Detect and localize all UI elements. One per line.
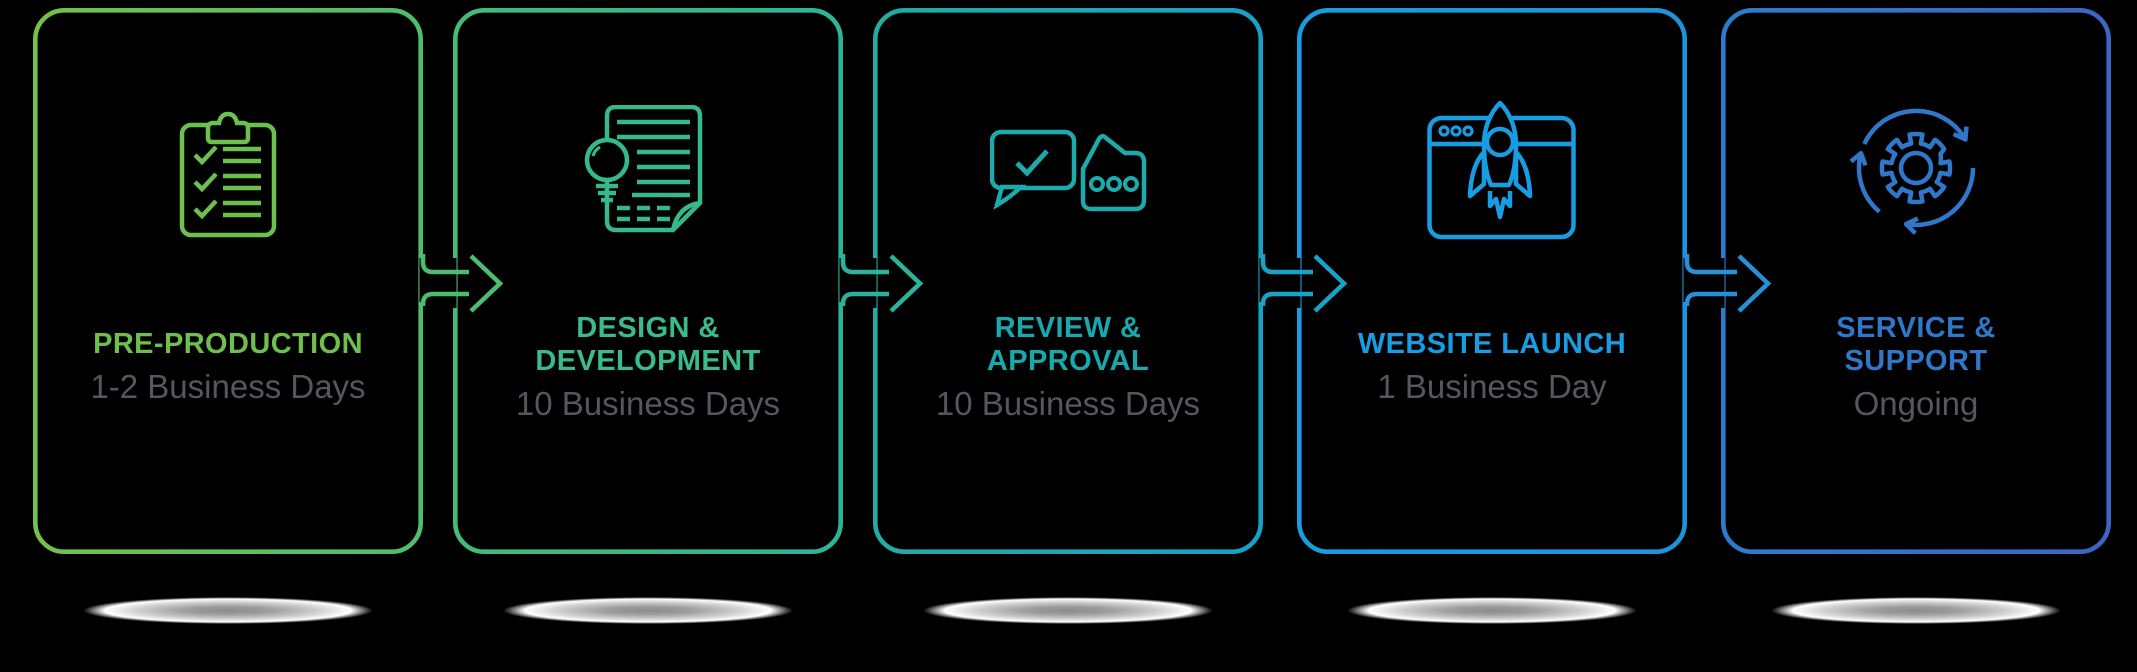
- card-title: REVIEW & APPROVAL: [986, 311, 1150, 377]
- gear-sync-icon: [1849, 108, 1976, 235]
- card-shadow: [503, 597, 793, 624]
- card-text: SERVICE & SUPPORT Ongoing: [1727, 305, 2105, 429]
- card-title: WEBSITE LAUNCH: [1357, 328, 1627, 360]
- card-website-launch: WEBSITE LAUNCH 1 Business Day: [1297, 8, 1687, 554]
- card-subtitle: Ongoing: [1853, 384, 1979, 422]
- card-shadow: [1771, 597, 2061, 624]
- arrow-right-connector: [1683, 254, 1772, 313]
- card-pre-production: PRE-PRODUCTION 1-2 Business Days: [33, 8, 423, 554]
- card-shadow: [83, 597, 373, 624]
- card-title: PRE-PRODUCTION: [93, 328, 363, 360]
- arrow-right-connector: [839, 254, 924, 313]
- arrow-right-connector: [419, 254, 504, 313]
- card-shadow: [1347, 597, 1637, 624]
- card-text: WEBSITE LAUNCH 1 Business Day: [1303, 305, 1681, 429]
- card-design-development: DESIGN & DEVELOPMENT 10 Business Days: [453, 8, 843, 554]
- card-text: DESIGN & DEVELOPMENT 10 Business Days: [459, 305, 837, 429]
- arrow-right-connector: [1259, 254, 1348, 313]
- document-lightbulb-icon: [584, 105, 703, 233]
- browser-rocket-icon: [1427, 100, 1576, 240]
- card-service-support: SERVICE & SUPPORT Ongoing: [1721, 8, 2111, 554]
- card-text: REVIEW & APPROVAL 10 Business Days: [879, 305, 1257, 429]
- card-subtitle: 10 Business Days: [515, 384, 781, 422]
- chat-approval-icon: [990, 129, 1147, 212]
- card-subtitle: 1-2 Business Days: [90, 368, 366, 405]
- card-review-approval: REVIEW & APPROVAL 10 Business Days: [873, 8, 1263, 554]
- card-title: SERVICE & SUPPORT: [1836, 311, 1996, 377]
- card-subtitle: 10 Business Days: [935, 384, 1201, 422]
- card-subtitle: 1 Business Day: [1377, 368, 1607, 405]
- card-shadow: [923, 597, 1213, 624]
- clipboard-checklist-icon: [179, 111, 277, 238]
- card-title: DESIGN & DEVELOPMENT: [535, 311, 761, 377]
- card-text: PRE-PRODUCTION 1-2 Business Days: [39, 305, 417, 429]
- card-border: [33, 8, 423, 554]
